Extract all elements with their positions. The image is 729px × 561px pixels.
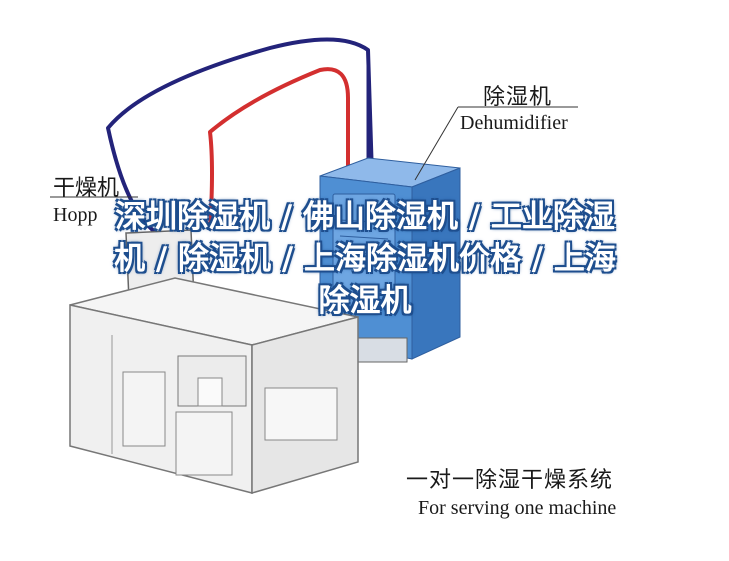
dehumidifier-vent-2 <box>339 235 389 240</box>
overlay-title: 深圳除湿机 / 佛山除湿机 / 工业除湿机 / 除湿机 / 上海除湿机价格 / … <box>114 199 616 319</box>
hopper-dryer-label-cn: 干燥机 <box>53 176 120 201</box>
leader-lines <box>50 106 578 198</box>
dehumidifier-label-en: Dehumidifier <box>460 112 568 134</box>
molding-machine <box>69 277 359 495</box>
dehumidifier-side <box>411 167 461 360</box>
machine-window-1 <box>197 377 223 407</box>
system-caption-cn: 一对一除湿干燥系统 <box>406 468 614 493</box>
dehumidifier-leader-line <box>414 106 459 181</box>
dehumidifier-vent-1 <box>339 219 389 224</box>
hopper-dryer-label-en: Hopp <box>53 204 98 226</box>
dehumidifier-vent-3 <box>339 251 389 256</box>
red-pipe-outer <box>208 67 350 231</box>
machine-window-2 <box>264 387 338 441</box>
machine-panel-1 <box>122 371 166 447</box>
dehumidifier-label-cn: 除湿机 <box>483 85 553 110</box>
system-caption-en: For serving one machine <box>418 497 617 519</box>
machine-panel-2 <box>175 411 233 476</box>
blue-pipe-outer <box>106 37 374 246</box>
